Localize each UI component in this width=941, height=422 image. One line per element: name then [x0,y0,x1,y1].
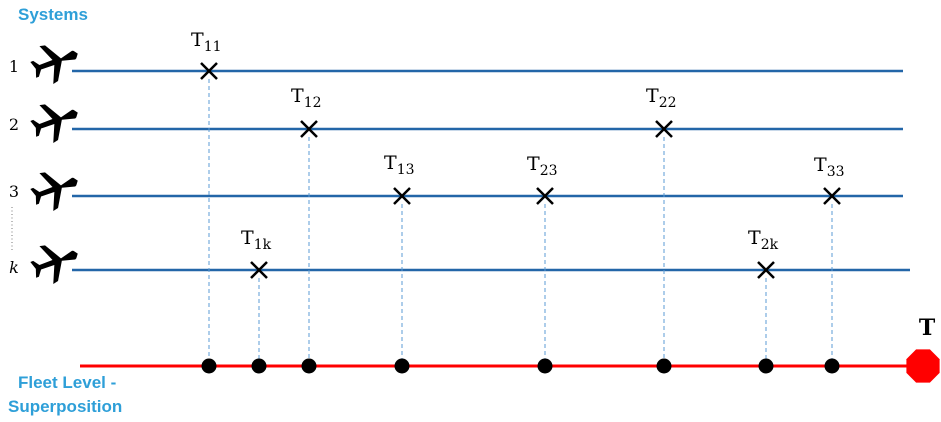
fleet-event-dot [251,358,267,374]
airplane-icon [26,34,85,89]
event-label: T13 [384,152,415,178]
event-label: T2k [748,227,779,253]
failure-cross [250,261,268,279]
fleet-label-line2: Superposition [8,397,123,416]
airplane-icon [26,161,85,216]
event-label: T1k [241,227,272,253]
fleet-end-marker [906,349,940,383]
event-label: T22 [646,85,677,111]
systems-header: Systems [18,5,88,24]
system-label: 3 [9,182,19,201]
event-label: T12 [291,85,322,111]
event-label: T11 [191,29,222,55]
fleet-event-dot [824,358,840,374]
failure-cross [757,261,775,279]
fleet-event-dot [394,358,410,374]
event-label: T23 [527,153,558,179]
event-label: T33 [814,154,845,180]
failure-cross [300,120,318,138]
fleet-event-dot [537,358,553,374]
failure-cross [823,187,841,205]
failure-cross [393,187,411,205]
failure-cross [200,62,218,80]
fleet-event-dot [201,358,217,374]
failure-cross [536,187,554,205]
fleet-end-label: T [919,315,936,341]
fleet-label-line1: Fleet Level - [18,373,117,392]
fleet-event-dot [301,358,317,374]
system-label: 1 [9,57,19,76]
failure-cross [655,120,673,138]
airplane-icon [26,93,85,148]
airplane-icon [26,234,85,289]
fleet-event-dot [758,358,774,374]
system-label: 2 [9,115,19,134]
system-label: k [9,258,19,277]
fleet-event-dot [656,358,672,374]
